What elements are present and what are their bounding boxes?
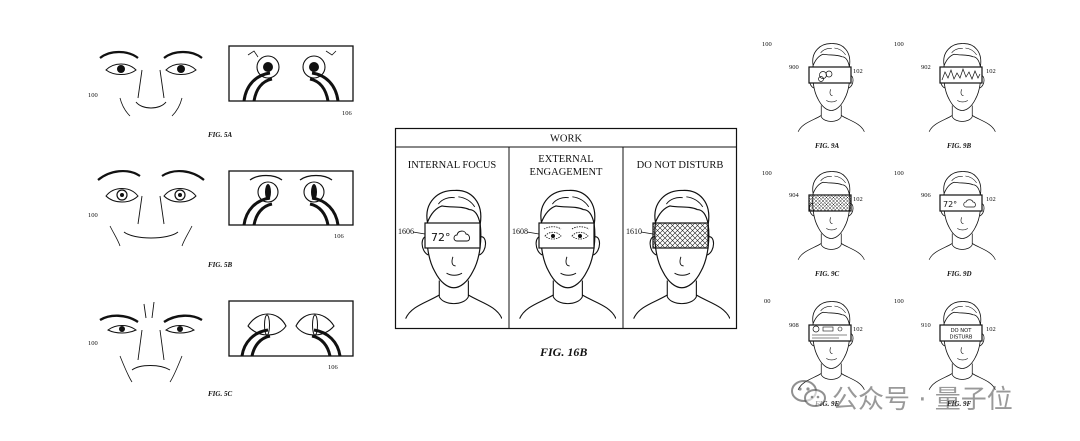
fig-9f-caption: FIG. 9F [947,400,972,408]
fig-9d-hmd-ref: 102 [986,196,996,203]
fig-5a-caption: FIG. 5A [208,131,233,139]
fig-16b-panel-3-ref: 1610 [626,227,642,236]
fig-9c-user-ref: 100 [762,170,772,177]
fig-5a-user-ref: 100 [88,92,98,99]
fig-9c-ref: 904 [789,192,799,199]
fig-16b-panel-3-title: DO NOT DISTURB [637,160,724,171]
fig-5b-display-ref: 106 [334,233,344,240]
fig-9f-hmd-ref: 102 [986,326,996,333]
fig-9c-caption: FIG. 9C [815,270,840,278]
fig-16b-header: WORK [550,134,582,145]
fig-9a-user-ref: 100 [762,41,772,48]
fig-5c-caption: FIG. 5C [208,390,233,398]
watermark-text: 公众号 · 量子位 [832,385,1013,415]
fig-16b-panel-2-ref: 1608 [512,227,528,236]
fig-9a-caption: FIG. 9A [815,142,840,150]
fig-9f-ref: 910 [921,322,931,329]
fig-5c-user-ref: 100 [88,340,98,347]
fig-9e-drawing [797,301,865,391]
fig-5b-user-ref: 100 [88,212,98,219]
fig-9b-hmd-ref: 102 [986,68,996,75]
fig-9b-user-ref: 100 [894,41,904,48]
fig-5a-display-ref: 106 [342,110,352,117]
fig-5a-display-drawing [228,45,354,102]
fig-16b-panel: WORK INTERNAL FOCUS 72° 1606 EXTERNAL EN… [394,127,738,330]
fig-16b-caption: FIG. 16B [540,345,588,359]
fig-9c-hmd-ref: 102 [853,196,863,203]
wechat-icon [791,380,826,407]
fig-9d-caption: FIG. 9D [947,270,972,278]
fig-9f-user-ref: 100 [894,298,904,305]
fig-9b-drawing [928,43,996,133]
fig-9a-ref: 900 [789,64,799,71]
fig-9f-label-line2: DISTURB [950,335,973,341]
fig-16b-cloud-icon [453,230,470,242]
fig-9c-drawing [797,171,865,261]
fig-9a-drawing [797,43,865,133]
fig-5a-face-drawing [99,50,203,117]
fig-9e-caption: FIG. 9E [815,400,840,408]
fig-16b-panel-2-title-line1: EXTERNAL [538,154,593,165]
fig-5b-caption: FIG. 5B [208,261,233,269]
fig-9e-user-ref: 00 [764,298,771,305]
fig-9b-caption: FIG. 9B [947,142,972,150]
fig-5b-face-drawing [97,170,205,247]
fig-16b-panel-1-temperature: 72° [431,231,451,244]
fig-16b-panel-1-title: INTERNAL FOCUS [408,160,497,171]
fig-9e-hmd-ref: 102 [853,326,863,333]
fig-9a-hmd-ref: 102 [853,68,863,75]
fig-5c-display-ref: 106 [328,364,338,371]
fig-16b-panel-2-title-line2: ENGAGEMENT [530,167,603,178]
fig-9d-ref: 906 [921,192,931,199]
fig-5c-face-drawing [99,301,203,383]
fig-9f-label-line1: DO NOT [951,328,973,334]
fig-9d-drawing: 72° [928,171,996,261]
fig-9d-temperature: 72° [943,200,957,209]
fig-16b-panel-1-ref: 1606 [398,227,414,236]
fig-9d-user-ref: 100 [894,170,904,177]
fig-9e-ref: 908 [789,322,799,329]
fig-9d-cloud-icon [963,199,976,208]
fig-9f-drawing: DO NOT DISTURB [928,301,996,391]
fig-9b-ref: 902 [921,64,931,71]
fig-5b-display-drawing [228,170,354,226]
fig-5c-display-drawing [228,300,354,357]
